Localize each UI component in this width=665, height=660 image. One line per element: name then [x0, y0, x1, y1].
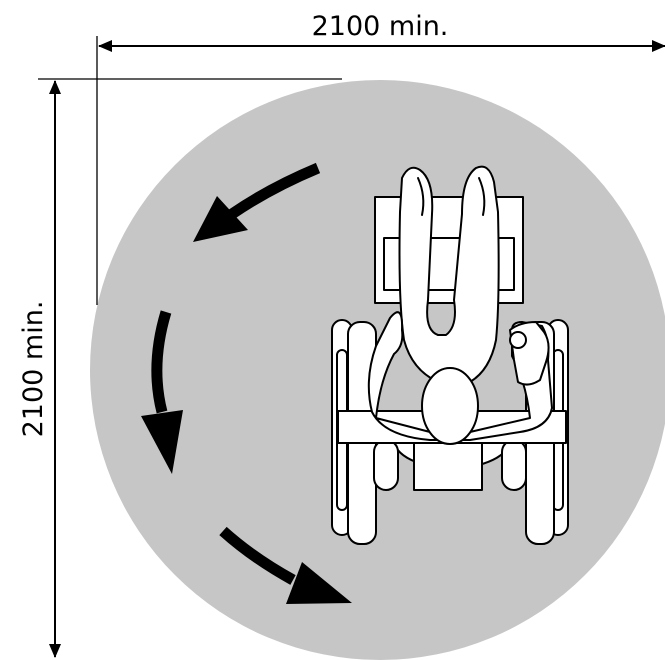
height-dimension: 2100 min.	[18, 80, 61, 658]
wheelchair-user-icon	[331, 165, 569, 545]
rotation-arrow-icon	[141, 310, 183, 474]
rotation-arrow-icon	[219, 526, 352, 604]
height-dimension-label: 2100 min.	[18, 301, 49, 438]
width-dimension: 2100 min.	[98, 11, 665, 52]
rotation-arrow-icon	[193, 162, 321, 242]
rotation-arrows	[141, 162, 352, 604]
width-dimension-label: 2100 min.	[312, 11, 449, 42]
